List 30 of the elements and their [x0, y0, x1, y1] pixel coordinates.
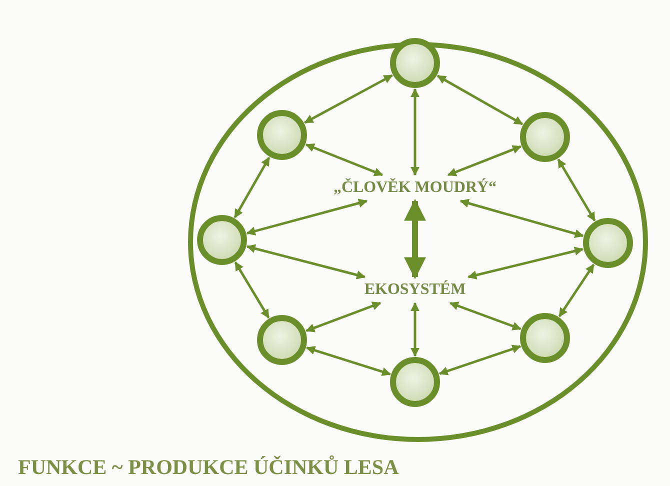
- circle-node: [520, 313, 570, 363]
- double-arrow: [234, 262, 270, 318]
- double-arrow: [449, 302, 522, 330]
- double-arrow: [404, 198, 426, 280]
- diagram-title: FUNKCE ~ PRODUKCE ÚČINKŮ LESA: [18, 455, 399, 480]
- double-arrow: [410, 88, 420, 176]
- double-arrow: [246, 198, 368, 236]
- center-label: „ČLOVĚK MOUDRÝ“: [333, 179, 497, 197]
- double-arrow: [304, 74, 393, 124]
- double-arrow: [447, 145, 522, 176]
- circle-node: [390, 38, 440, 88]
- circle-node: [520, 112, 570, 162]
- double-arrow: [438, 344, 522, 376]
- double-arrow: [234, 156, 270, 218]
- double-arrow: [468, 246, 584, 280]
- circle-node: [257, 315, 307, 365]
- double-arrow: [460, 198, 584, 238]
- double-arrow: [306, 346, 392, 376]
- double-arrow: [410, 302, 420, 357]
- double-arrow: [558, 264, 595, 318]
- double-arrow: [306, 302, 382, 332]
- double-arrow: [246, 244, 366, 280]
- circle-node: [583, 218, 633, 268]
- circle-node: [197, 215, 247, 265]
- circle-node: [257, 110, 307, 160]
- double-arrow: [557, 158, 596, 222]
- circle-node: [390, 357, 440, 407]
- center-label: EKOSYSTÉM: [364, 281, 466, 299]
- double-arrow: [436, 74, 524, 126]
- double-arrow: [305, 143, 384, 176]
